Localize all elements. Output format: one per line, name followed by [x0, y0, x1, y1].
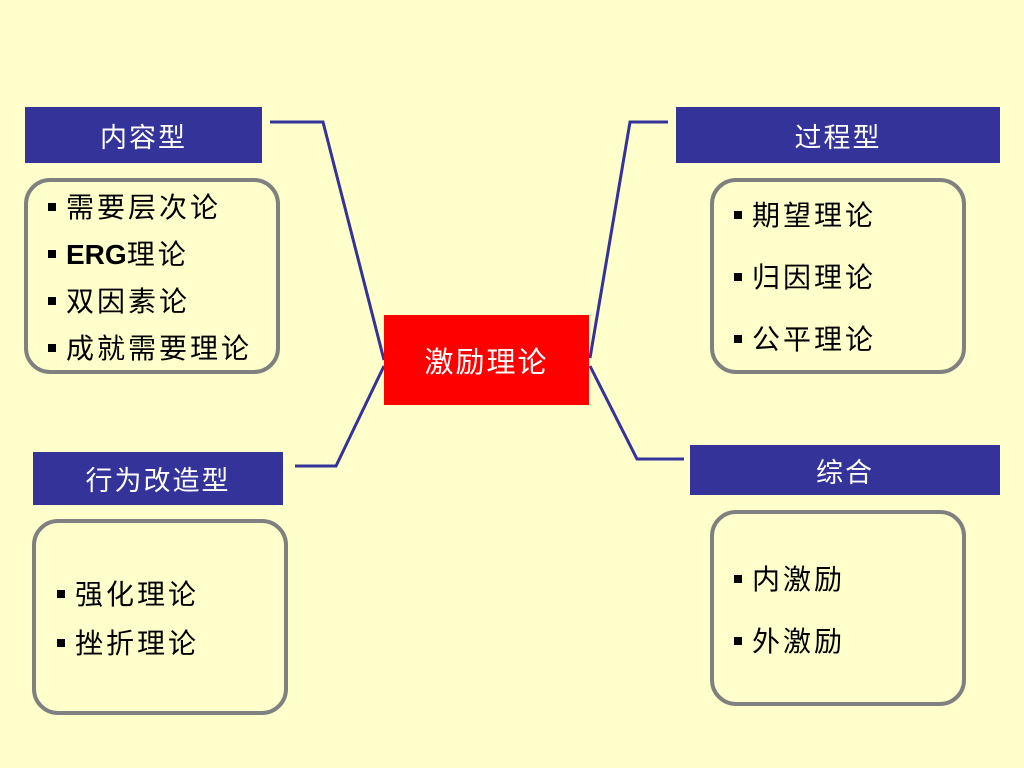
list-item: 外激励 — [734, 625, 845, 659]
process-type-header: 过程型 — [676, 107, 1000, 163]
behavior-type-header: 行为改造型 — [33, 452, 283, 505]
bullet-icon — [734, 210, 742, 219]
behavior-type-box — [32, 519, 288, 715]
bullet-icon — [57, 589, 65, 598]
list-item: 双因素论 — [48, 285, 190, 319]
connector-integrated — [588, 365, 684, 461]
bullet-icon — [734, 636, 742, 645]
list-item: 归因理论 — [734, 261, 876, 295]
bullet-icon — [734, 574, 742, 583]
bullet-icon — [734, 334, 742, 343]
integrated-type-box — [710, 510, 966, 706]
list-item: 强化理论 — [57, 578, 199, 612]
list-item: ERG理论 — [48, 238, 189, 272]
list-item: 内激励 — [734, 563, 845, 597]
connector-process — [588, 120, 668, 359]
connector-behavior — [295, 365, 386, 468]
content-type-header: 内容型 — [25, 107, 262, 163]
connector-content — [270, 120, 386, 361]
bullet-icon — [48, 296, 56, 305]
integrated-type-header: 综合 — [690, 445, 1000, 495]
center-node: 激励理论 — [384, 315, 589, 405]
bullet-icon — [734, 272, 742, 281]
bullet-icon — [48, 249, 56, 258]
list-item: 公平理论 — [734, 323, 876, 357]
bullet-icon — [48, 202, 56, 211]
process-type-box — [710, 178, 966, 374]
list-item: 期望理论 — [734, 199, 876, 233]
list-item: 需要层次论 — [48, 191, 221, 225]
bullet-icon — [48, 343, 56, 352]
list-item: 成就需要理论 — [48, 332, 252, 366]
list-item: 挫折理论 — [57, 627, 199, 661]
bullet-icon — [57, 638, 65, 647]
content-type-box — [24, 178, 280, 374]
